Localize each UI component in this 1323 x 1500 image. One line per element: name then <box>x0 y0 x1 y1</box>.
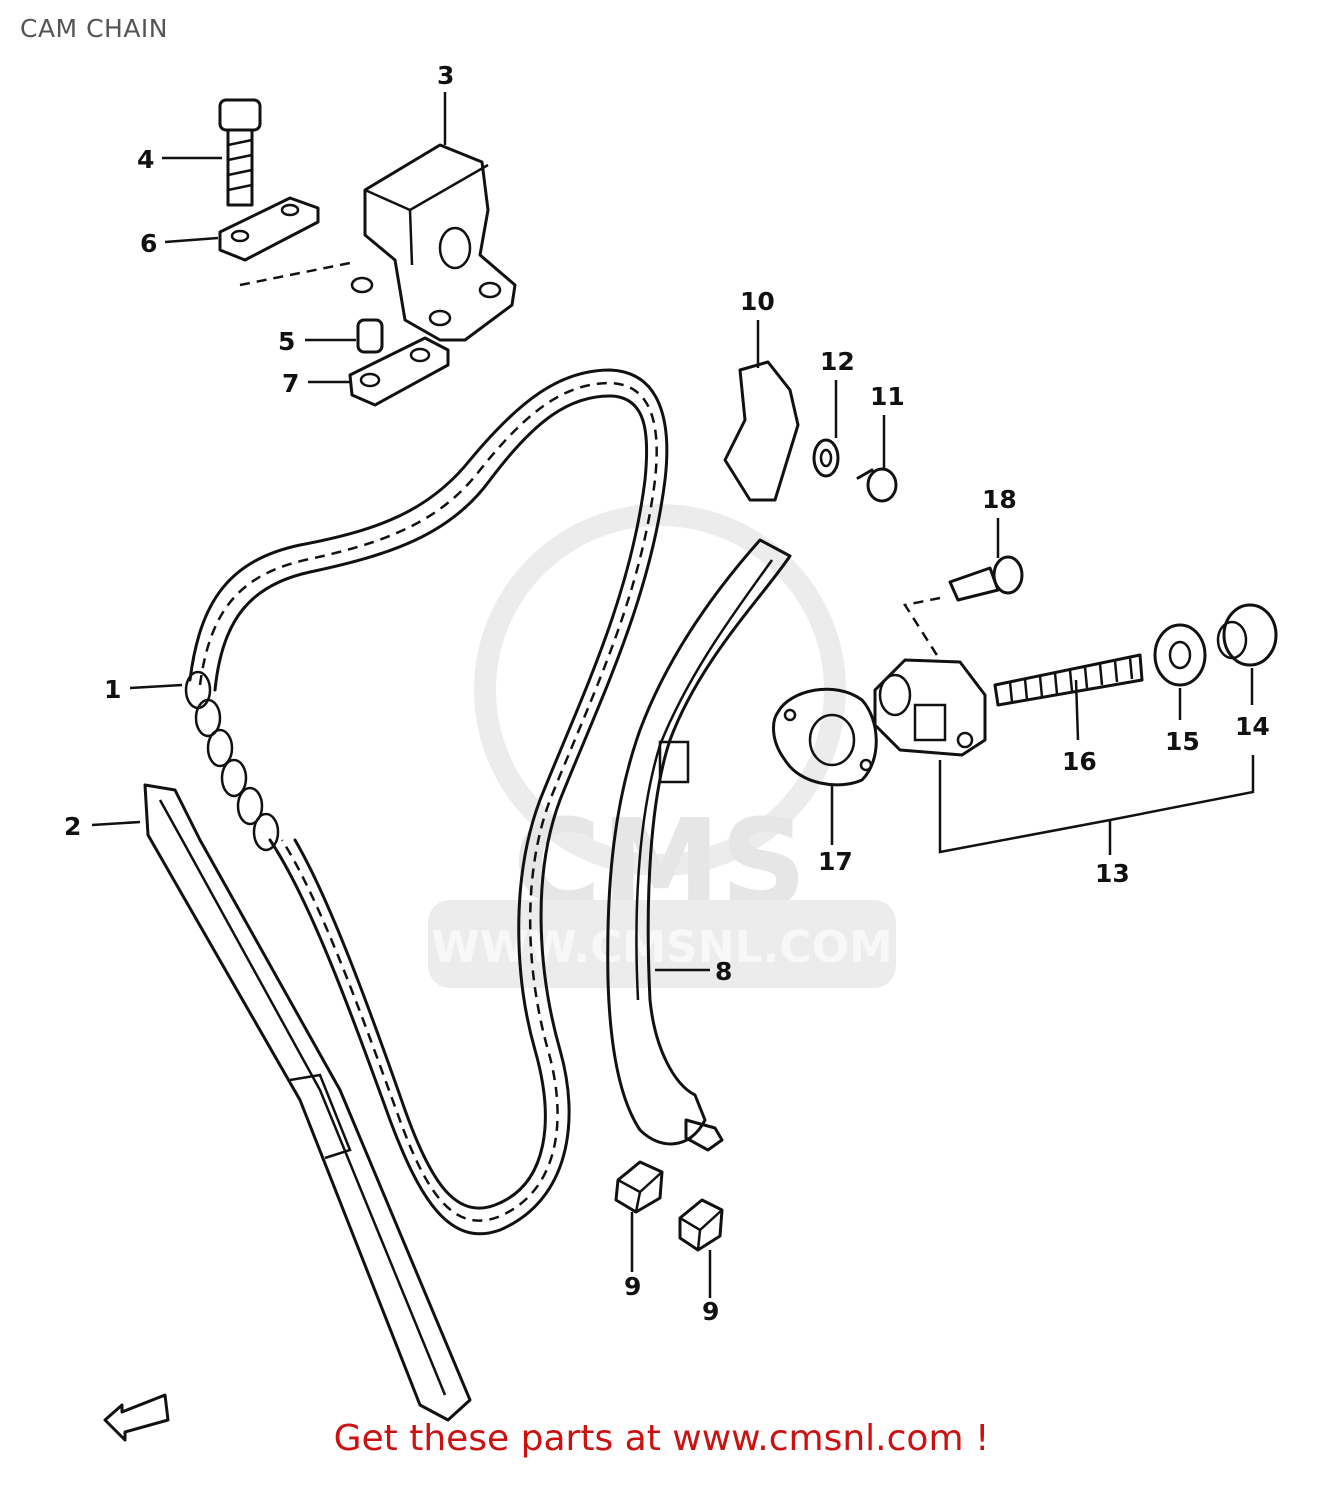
watermark-url-text: WWW.CMSNL.COM <box>431 922 893 973</box>
callout-14: 14 <box>1235 712 1270 741</box>
footer-parts-link[interactable]: Get these parts at www.cmsnl.com ! <box>333 1418 990 1459</box>
callout-5: 5 <box>278 327 295 356</box>
callout-11: 11 <box>870 382 905 411</box>
callout-1: 1 <box>104 675 121 704</box>
callout-2: 2 <box>64 812 81 841</box>
callout-16: 16 <box>1062 747 1097 776</box>
cam-chain-guide-front <box>143 783 472 1422</box>
damper-a <box>614 1160 664 1214</box>
gasket <box>772 687 878 787</box>
leader-lines <box>91 92 1255 1298</box>
tensioner-bolt <box>902 555 1024 661</box>
callout-18: 18 <box>982 485 1017 514</box>
bolt <box>218 98 262 207</box>
callout-15: 15 <box>1165 727 1200 756</box>
callout-13: 13 <box>1095 859 1130 888</box>
watermark: CMS WWW.CMSNL.COM <box>428 504 896 988</box>
damper-b <box>678 1198 724 1252</box>
callout-17: 17 <box>818 847 853 876</box>
washer <box>812 438 840 478</box>
callout-8: 8 <box>715 957 732 986</box>
callout-10: 10 <box>740 287 775 316</box>
callout-3: 3 <box>437 61 454 90</box>
plate-upper <box>218 196 356 287</box>
chain-guide-bracket <box>350 143 517 342</box>
forward-arrow-icon <box>103 1393 170 1442</box>
cam-chain <box>184 368 669 1236</box>
tensioner-assembly <box>873 658 987 757</box>
callout-4: 4 <box>137 145 154 174</box>
tensioner-cap <box>1216 603 1278 667</box>
callout-7: 7 <box>282 369 299 398</box>
callout-5-plate: 6 <box>140 229 157 258</box>
screw <box>856 467 898 503</box>
stopper <box>723 360 800 502</box>
callout-9a: 9 <box>624 1272 641 1301</box>
plate-lower <box>348 336 450 407</box>
spring <box>993 653 1144 707</box>
callout-9b: 9 <box>702 1297 719 1326</box>
callout-12: 12 <box>820 347 855 376</box>
cam-chain-tensioner-guide <box>606 538 792 1152</box>
collar <box>356 318 384 354</box>
tensioner-washer <box>1153 623 1207 687</box>
callout-labels: 1 2 3 4 6 5 7 8 9 9 10 11 12 13 14 15 16… <box>64 61 1270 1326</box>
page-title: CAM CHAIN <box>20 14 169 43</box>
